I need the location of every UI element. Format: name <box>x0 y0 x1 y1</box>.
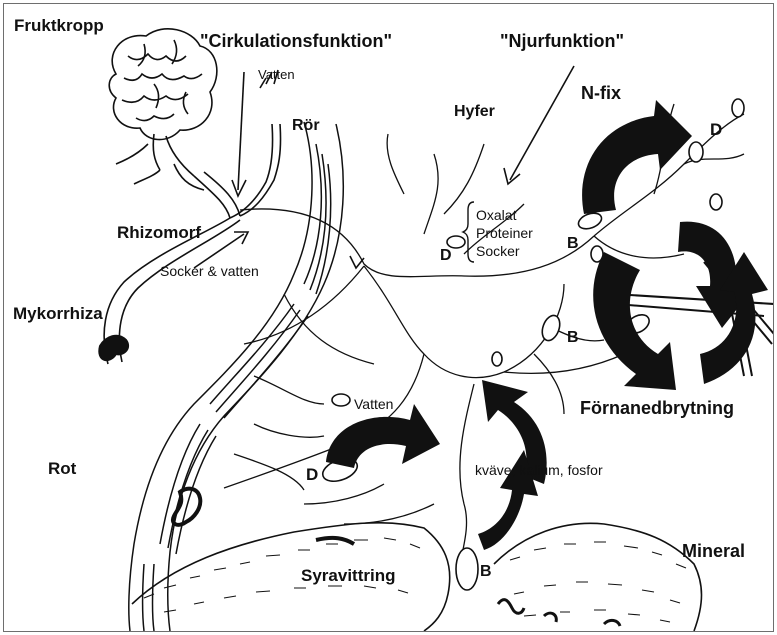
label-fruktkropp: Fruktkropp <box>14 17 104 34</box>
label-vatten-mid: Vatten <box>354 397 393 411</box>
label-d-upper: D <box>710 121 722 138</box>
label-b-lower: B <box>480 564 492 580</box>
label-vatten-top: Vatten <box>258 68 295 81</box>
fungal-network-illustration <box>4 4 773 631</box>
root-drawing <box>129 122 343 631</box>
label-d-lower: D <box>306 466 318 483</box>
label-mineral: Mineral <box>682 542 745 560</box>
fruiting-body-drawing <box>109 29 217 190</box>
label-b-upper: B <box>567 236 579 252</box>
mycorrhiza-drawing <box>99 336 200 525</box>
label-d-mid: D <box>440 248 452 264</box>
syravittring-accent <box>316 538 354 544</box>
rhizomorph-drawing <box>104 70 280 364</box>
label-mykorrhiza: Mykorrhiza <box>13 305 103 322</box>
label-rot: Rot <box>48 460 76 477</box>
hyphae-network <box>224 104 744 564</box>
label-cirkulationsfunktion: "Cirkulationsfunktion" <box>200 32 392 50</box>
label-naring: kväve, kalium, fosfor <box>475 463 603 477</box>
label-fornanedbrytning: Förnanedbrytning <box>580 399 734 417</box>
mineral-ground <box>132 523 702 631</box>
label-socker-vatten: Socker & vatten <box>160 264 259 278</box>
label-ror: Rör <box>292 118 320 134</box>
label-n-fix: N-fix <box>581 84 621 102</box>
label-rhizomorf: Rhizomorf <box>117 224 201 241</box>
label-b-mid: B <box>567 330 579 346</box>
label-hyfer: Hyfer <box>454 104 495 120</box>
label-proteiner: Proteiner <box>476 226 533 240</box>
label-oxalat: Oxalat <box>476 208 516 222</box>
label-syravittring: Syravittring <box>301 567 395 584</box>
label-socker: Socker <box>476 244 520 258</box>
diagram-frame: Fruktkropp "Cirkulationsfunktion" "Njurf… <box>3 3 774 632</box>
nutrient-bodies <box>320 99 744 590</box>
label-njurfunktion: "Njurfunktion" <box>500 32 624 50</box>
